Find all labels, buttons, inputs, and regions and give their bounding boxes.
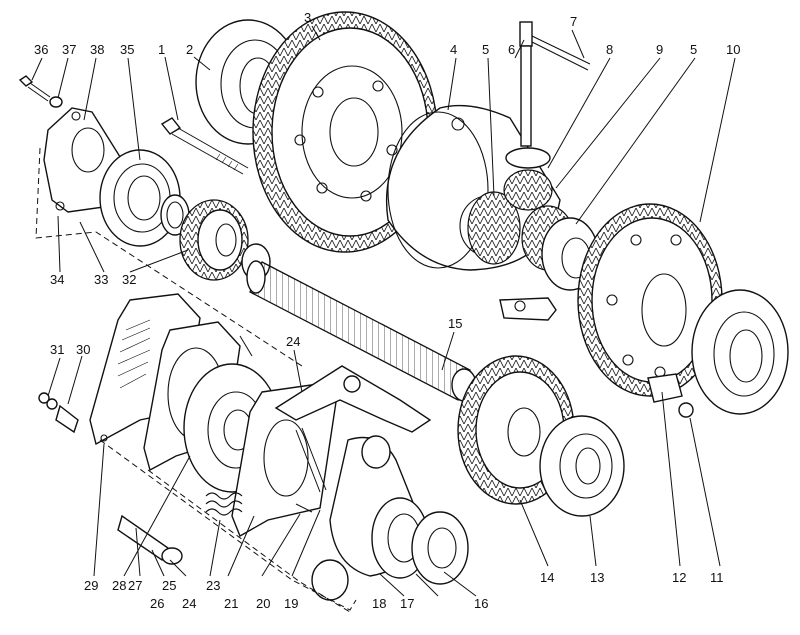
label-2: 2 (186, 42, 193, 57)
lever-part (274, 365, 432, 493)
brake-caliper-part (311, 435, 469, 601)
label-6: 6 (508, 42, 515, 57)
label-13: 13 (590, 570, 604, 585)
bearing-right-part (691, 289, 789, 415)
label-30: 30 (76, 342, 90, 357)
label-3: 3 (304, 10, 311, 25)
bearing-left-part (99, 149, 190, 247)
label-27: 27 (128, 578, 142, 593)
label-4: 4 (450, 42, 457, 57)
label-31: 31 (50, 342, 64, 357)
bolt-washer-part (18, 75, 63, 108)
spring-part (205, 492, 243, 516)
label-32: 32 (122, 272, 136, 287)
label-9: 9 (656, 42, 663, 57)
assembly-outline-2 (147, 469, 351, 613)
driven-gear-part (577, 203, 723, 397)
label-21: 21 (224, 596, 238, 611)
label-10: 10 (726, 42, 740, 57)
label-14: 14 (540, 570, 554, 585)
label-23: 23 (206, 578, 220, 593)
cross-pin-part (519, 21, 591, 147)
label-12: 12 (672, 570, 686, 585)
label-7: 7 (570, 14, 577, 29)
label-33: 33 (94, 272, 108, 287)
label-36: 36 (34, 42, 48, 57)
label-11: 11 (710, 570, 724, 585)
small-bolts-part (38, 335, 313, 513)
bevel-gears-part (467, 147, 599, 321)
label-34: 34 (50, 272, 64, 287)
label-17: 17 (400, 596, 414, 611)
label-24-top: 24 (286, 334, 300, 349)
label-5-top-right: 5 (690, 42, 697, 57)
lock-plate-nut-part (647, 373, 694, 418)
label-20: 20 (256, 596, 270, 611)
label-29: 29 (84, 578, 98, 593)
label-1: 1 (158, 42, 165, 57)
brake-plate-part (231, 383, 337, 538)
bearing-lower-part (539, 415, 625, 517)
label-25: 25 (162, 578, 176, 593)
adjuster-screw-part (117, 514, 183, 565)
long-bolt-part (160, 117, 249, 175)
label-18: 18 (372, 596, 386, 611)
label-26: 26 (150, 596, 164, 611)
label-8: 8 (606, 42, 613, 57)
label-16: 16 (474, 596, 488, 611)
label-28: 28 (112, 578, 126, 593)
label-35: 35 (120, 42, 134, 57)
label-37: 37 (62, 42, 76, 57)
label-15: 15 (448, 316, 462, 331)
label-19: 19 (284, 596, 298, 611)
label-24-bottom: 24 (182, 596, 196, 611)
label-5-top-left: 5 (482, 42, 489, 57)
part-labels: 36 37 38 35 1 2 3 4 5 6 7 8 9 5 10 34 33… (34, 10, 740, 611)
label-38: 38 (90, 42, 104, 57)
leader-lines (31, 25, 736, 597)
